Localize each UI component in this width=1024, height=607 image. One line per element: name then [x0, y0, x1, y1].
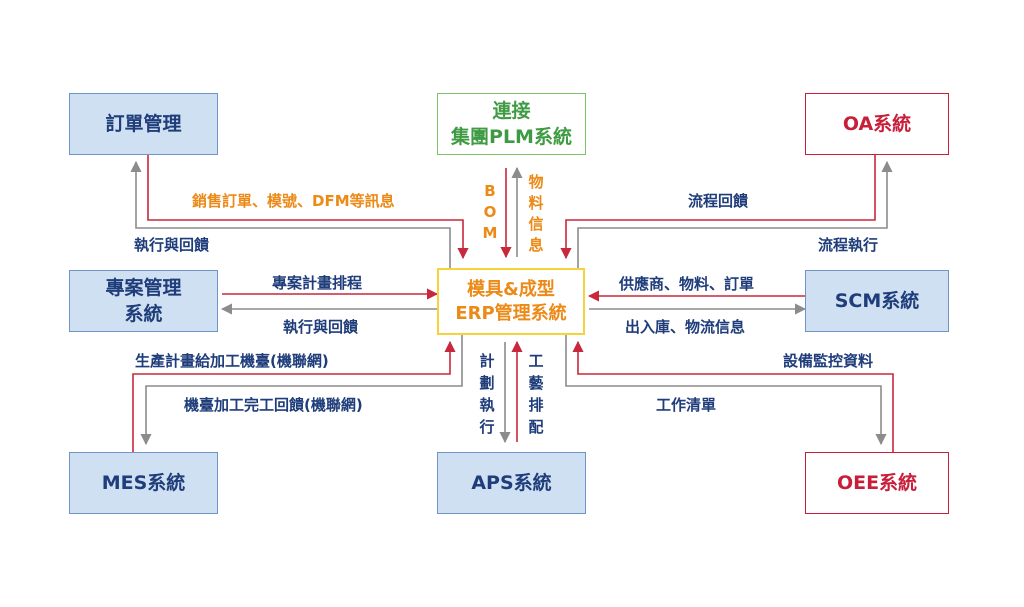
label-oee-in: 設備監控資料 [783, 352, 874, 370]
erp-label-line2: ERP管理系統 [455, 302, 567, 324]
plm-system-box: 連接 集團PLM系統 [437, 93, 586, 155]
label-plan-exec: 計劃執行 [479, 352, 495, 436]
label-scm-in: 供應商、物料、訂單 [619, 275, 755, 293]
label-project-out: 執行與回饋 [283, 318, 359, 336]
erp-system-box: 模具&成型 ERP管理系統 [437, 268, 585, 335]
project-label-line1: 專案管理 [105, 277, 182, 299]
mes-system-label: MES系統 [101, 472, 186, 494]
plm-label-line1: 連接 [492, 100, 531, 122]
arrow-erp-to-oee [565, 335, 887, 446]
scm-system-label: SCM系統 [834, 290, 920, 312]
arrow-oee-to-erp [572, 340, 894, 452]
label-oee-out: 工作清單 [656, 396, 717, 414]
order-management-label: 訂單管理 [105, 113, 182, 135]
arrow-order-to-erp [147, 155, 469, 260]
label-oa-in: 流程回饋 [688, 192, 749, 210]
oee-system-label: OEE系統 [836, 472, 918, 494]
label-order-in: 銷售訂單、模號、DFM等訊息 [192, 192, 395, 210]
plm-label-line2: 集團PLM系統 [451, 126, 572, 148]
label-project-in: 專案計畫排程 [272, 274, 363, 292]
label-order-out: 執行與回饋 [134, 236, 210, 254]
label-mes-in: 生產計畫給加工機臺(機聯網) [135, 352, 329, 370]
oee-system-box: OEE系統 [805, 452, 949, 514]
arrow-erp-to-order [130, 160, 451, 268]
arrow-erp-to-mes [140, 335, 463, 446]
aps-system-label: APS系統 [471, 472, 552, 494]
arrow-oa-to-erp [560, 155, 876, 260]
arrow-erp-to-oa [577, 160, 893, 268]
project-management-box: 專案管理 系統 [69, 270, 218, 332]
label-material-info: 物料信息 [528, 173, 544, 254]
label-oa-out: 流程執行 [818, 236, 879, 254]
aps-system-box: APS系統 [437, 452, 586, 514]
project-label-line2: 系統 [124, 303, 163, 325]
label-scm-out: 出入庫、物流信息 [625, 318, 746, 336]
erp-label-line1: 模具&成型 [467, 278, 555, 300]
arrow-mes-to-erp [132, 340, 456, 452]
oa-system-label: OA系統 [842, 113, 912, 135]
label-mes-out: 機臺加工完工回饋(機聯網) [184, 396, 363, 414]
mes-system-box: MES系統 [69, 452, 218, 514]
order-management-box: 訂單管理 [69, 93, 218, 155]
label-process-schedule: 工藝排配 [528, 352, 544, 436]
oa-system-box: OA系統 [805, 93, 949, 155]
label-bom: BOM [482, 182, 498, 242]
scm-system-box: SCM系統 [805, 270, 949, 332]
